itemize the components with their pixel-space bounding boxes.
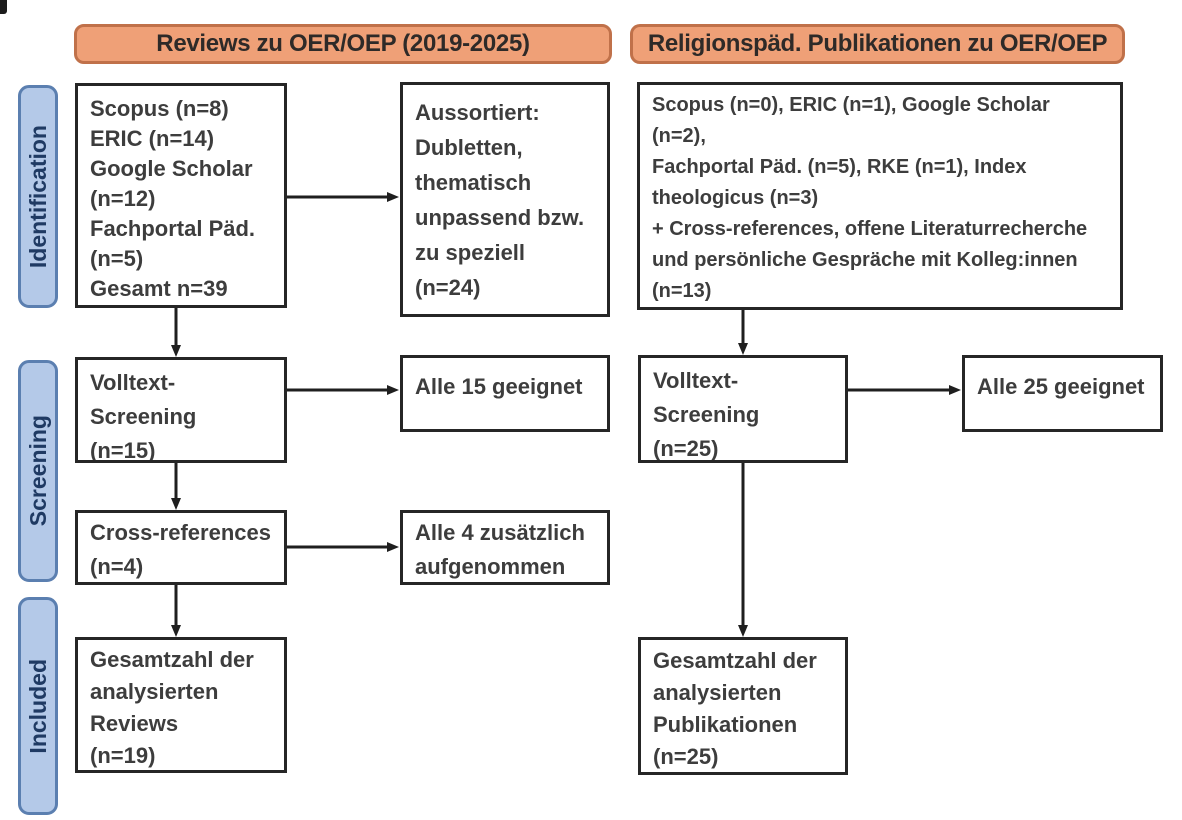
right-fulltext-screening-box: Volltext- Screening (n=25) [638, 355, 848, 463]
left-included-total-box: Gesamtzahl der analysierten Reviews (n=1… [75, 637, 287, 773]
stage-label-text: Included [24, 658, 51, 754]
left-fulltext-result-box: Alle 15 geeignet [400, 355, 610, 432]
column-header-religionspaed: Religionspäd. Publikationen zu OER/OEP [630, 24, 1125, 64]
stage-label-text: Screening [24, 415, 51, 527]
right-identification-sources-box: Scopus (n=0), ERIC (n=1), Google Scholar… [637, 82, 1123, 310]
stage-label-included: Included [18, 597, 58, 815]
left-crossref-result-box: Alle 4 zusätzlich aufgenommen [400, 510, 610, 585]
right-included-total-box: Gesamtzahl der analysierten Publikatione… [638, 637, 848, 775]
stage-label-identification: Identification [18, 85, 58, 308]
left-identification-sources-box: Scopus (n=8) ERIC (n=14) Google Scholar … [75, 83, 287, 308]
left-crossref-box: Cross-references (n=4) [75, 510, 287, 585]
stage-label-text: Identification [24, 124, 51, 269]
left-fulltext-screening-box: Volltext- Screening (n=15) [75, 357, 287, 463]
right-fulltext-result-box: Alle 25 geeignet [962, 355, 1163, 432]
stage-label-screening: Screening [18, 360, 58, 582]
left-excluded-box: Aussortiert: Dubletten, thematisch unpas… [400, 82, 610, 317]
edge-artifact [0, 0, 7, 14]
column-header-reviews: Reviews zu OER/OEP (2019-2025) [74, 24, 612, 64]
